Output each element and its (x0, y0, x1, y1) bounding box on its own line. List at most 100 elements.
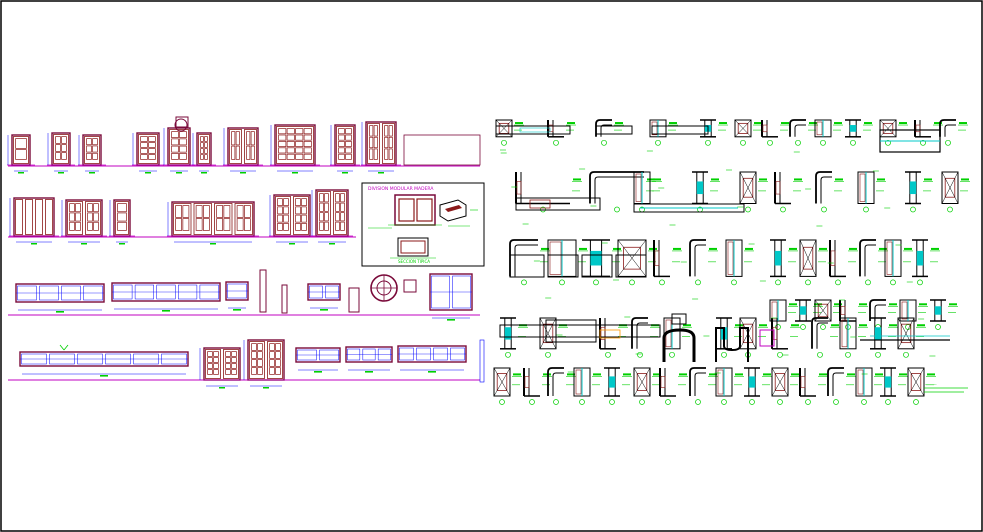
door-elevation-16 (311, 189, 353, 245)
side-dimension (479, 339, 485, 383)
detail-66 (771, 367, 800, 405)
legend-note-text: -------- (925, 382, 937, 387)
detail-34 (859, 239, 888, 286)
detail-36 (912, 239, 940, 286)
door-elevation-2 (47, 132, 75, 174)
detail-24 (509, 239, 550, 286)
detail-20 (815, 171, 844, 213)
post-elevation-3 (348, 287, 360, 313)
door-elevation-15 (269, 194, 315, 245)
post-elevation-1 (259, 269, 267, 313)
door-elevation-10 (361, 121, 401, 174)
detail-33 (829, 240, 858, 286)
door-elevation-8 (270, 124, 320, 174)
legend-note: -------- (924, 382, 968, 393)
band-detail-2 (595, 125, 633, 135)
detail-18 (739, 171, 768, 213)
window-strip-3 (225, 281, 249, 311)
inset-plan-caption: SECCION TIPICA (398, 259, 430, 264)
band-detail-3 (651, 125, 709, 135)
detail-47 (631, 317, 660, 358)
window-strip-9 (397, 345, 467, 373)
detail-23 (941, 171, 970, 213)
detail-12 (914, 120, 943, 146)
detail-31 (770, 239, 798, 286)
detail-25 (547, 239, 588, 286)
detail-56 (493, 367, 522, 405)
detail-61 (633, 367, 662, 405)
panel-detail-2 (547, 254, 579, 278)
door-elevation-17 (199, 347, 245, 389)
sill-accent (599, 329, 621, 339)
door-elevation-4 (132, 132, 164, 174)
detail-10 (845, 119, 873, 146)
sill-detail (499, 324, 661, 338)
band-detail-1 (495, 125, 571, 135)
window-strip-8 (345, 346, 393, 373)
detail-70 (880, 367, 908, 405)
door-elevation-6 (192, 132, 216, 174)
small-window-elevation (403, 279, 417, 293)
detail-58 (547, 367, 576, 405)
inset-title: DIVISION MODULAR MADERA (368, 186, 434, 192)
window-strip-5 (429, 273, 473, 321)
detail-15 (589, 171, 656, 213)
detail-55 (897, 317, 926, 358)
window-strip-6 (19, 351, 189, 377)
door-elevation-3 (78, 134, 106, 174)
detail-29 (689, 239, 718, 286)
detail-9 (814, 119, 843, 146)
detail-63 (689, 367, 718, 405)
door-elevation-11 (9, 197, 59, 245)
panel-detail-3 (581, 254, 613, 278)
detail-46 (599, 318, 628, 358)
detail-60 (604, 367, 632, 405)
detail-30 (725, 239, 754, 286)
window-strip-2 (111, 282, 221, 312)
detail-22 (905, 171, 933, 213)
detail-43 (930, 299, 958, 330)
crown-frame (175, 116, 189, 128)
door-elevation-18 (243, 339, 289, 389)
detail-69 (855, 367, 884, 405)
detail-19 (774, 172, 803, 213)
detail-65 (744, 367, 772, 405)
inset-plan-detail: SECCION TIPICA (390, 237, 436, 264)
door-elevation-1 (7, 134, 35, 174)
arch-detail-2 (715, 327, 749, 362)
door-elevation-5 (163, 127, 195, 174)
detail-68 (827, 367, 856, 405)
door-crown-ornament (174, 118, 188, 132)
detail-7 (761, 120, 790, 146)
annotation-arrow (59, 344, 65, 351)
door-elevation-7 (223, 127, 263, 174)
detail-67 (799, 368, 828, 405)
construction-details (493, 119, 970, 405)
detail-59 (573, 367, 602, 405)
detail-57 (523, 368, 552, 405)
band-detail-5 (633, 203, 745, 213)
detail-52 (811, 317, 840, 358)
window-strip-4 (307, 283, 341, 311)
detail-8 (789, 119, 818, 146)
door-elevation-9 (330, 124, 360, 174)
hinge-detail (759, 329, 775, 347)
detail-71 (907, 367, 936, 405)
wall-panel-elevation (403, 134, 481, 166)
detail-64 (715, 367, 744, 405)
detail-51 (771, 318, 800, 358)
arch-detail-1 (662, 328, 696, 362)
detail-6 (734, 119, 763, 146)
inset-window-elevation (388, 194, 442, 226)
band-detail-4 (515, 197, 601, 211)
door-window-elevations (7, 116, 485, 389)
panel-detail-4 (615, 254, 647, 278)
detail-54 (870, 317, 898, 358)
cap-detail (671, 313, 687, 325)
inset-section-detail (439, 199, 478, 222)
detail-28 (653, 240, 682, 286)
detail-13 (939, 119, 968, 146)
door-elevation-12 (61, 199, 107, 245)
detail-32 (799, 239, 828, 286)
